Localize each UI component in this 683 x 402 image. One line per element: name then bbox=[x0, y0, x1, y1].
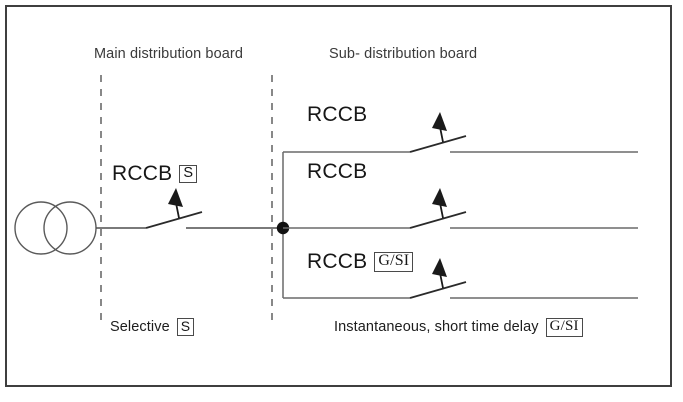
sub-board-caption-marking-chip: G/SI bbox=[545, 318, 583, 337]
sub-board-caption: Instantaneous, short time delay G/SI bbox=[334, 318, 583, 337]
branch-2-label: RCCB bbox=[307, 160, 367, 184]
main-board-device-text: RCCB bbox=[112, 162, 173, 185]
branch-3-label-text: RCCB bbox=[307, 250, 368, 273]
branch-2-switch-blade bbox=[409, 211, 467, 229]
branch-2-switch-arrow-head bbox=[432, 188, 447, 207]
main-switch-arrow-head bbox=[168, 188, 183, 207]
sub-board-caption-text: Instantaneous, short time delay bbox=[334, 319, 539, 336]
transformer-circle-secondary bbox=[43, 201, 97, 255]
main-board-caption: Selective S bbox=[110, 318, 195, 336]
main-board-device-label: RCCB S bbox=[112, 162, 198, 186]
branch-1-switch-blade bbox=[409, 135, 467, 153]
main-switch-blade bbox=[145, 211, 203, 229]
branch-1-label-text: RCCB bbox=[307, 103, 368, 126]
branch-1-switch-arrow-head bbox=[432, 112, 447, 131]
main-board-device-marking-chip: S bbox=[179, 164, 198, 184]
main-board-title: Main distribution board bbox=[94, 46, 243, 62]
branch-1-label: RCCB bbox=[307, 103, 367, 127]
branch-2-label-text: RCCB bbox=[307, 160, 368, 183]
main-board-caption-text: Selective bbox=[110, 318, 170, 335]
sub-board-title: Sub- distribution board bbox=[329, 46, 478, 62]
branch-3-marking-chip: G/SI bbox=[374, 252, 414, 272]
branch-3-label: RCCB G/SI bbox=[307, 250, 414, 274]
transformer-circle-primary bbox=[14, 201, 68, 255]
branch-3-switch-arrow-head bbox=[432, 258, 447, 277]
branch-3-switch-blade bbox=[409, 281, 467, 299]
main-board-caption-marking-chip: S bbox=[176, 318, 195, 336]
